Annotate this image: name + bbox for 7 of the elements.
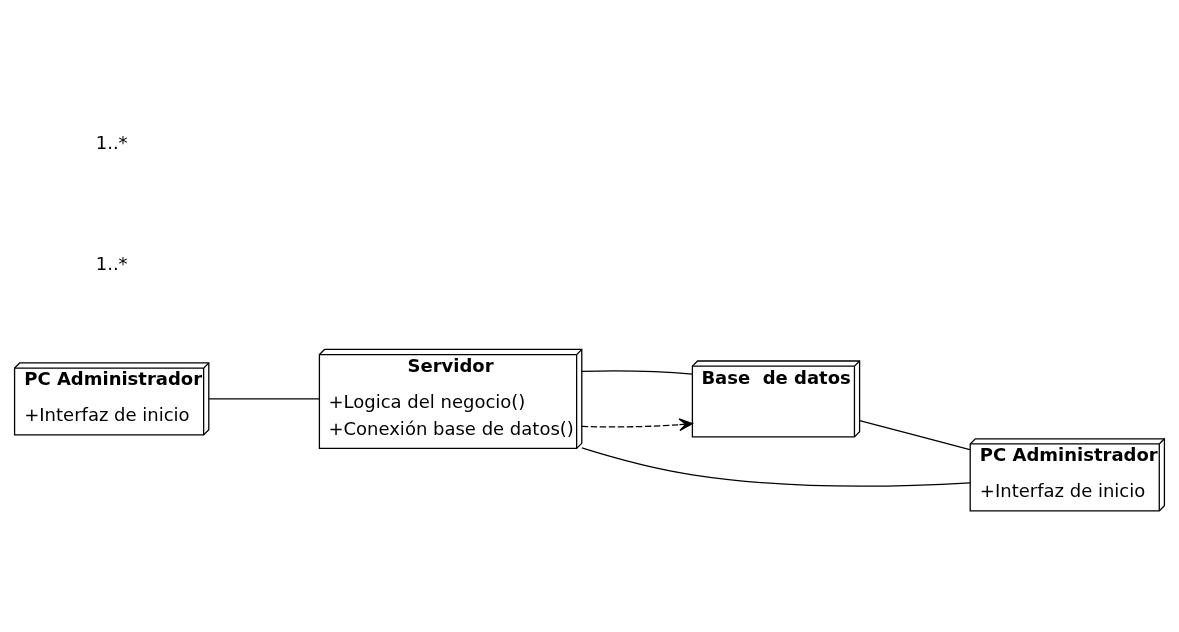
connector [208, 398, 320, 400]
connector [581, 447, 971, 487]
label: 1..* [95, 132, 128, 154]
label: 1..* [95, 252, 128, 274]
arrow [581, 418, 693, 432]
connector [581, 370, 693, 375]
connector [859, 419, 971, 451]
